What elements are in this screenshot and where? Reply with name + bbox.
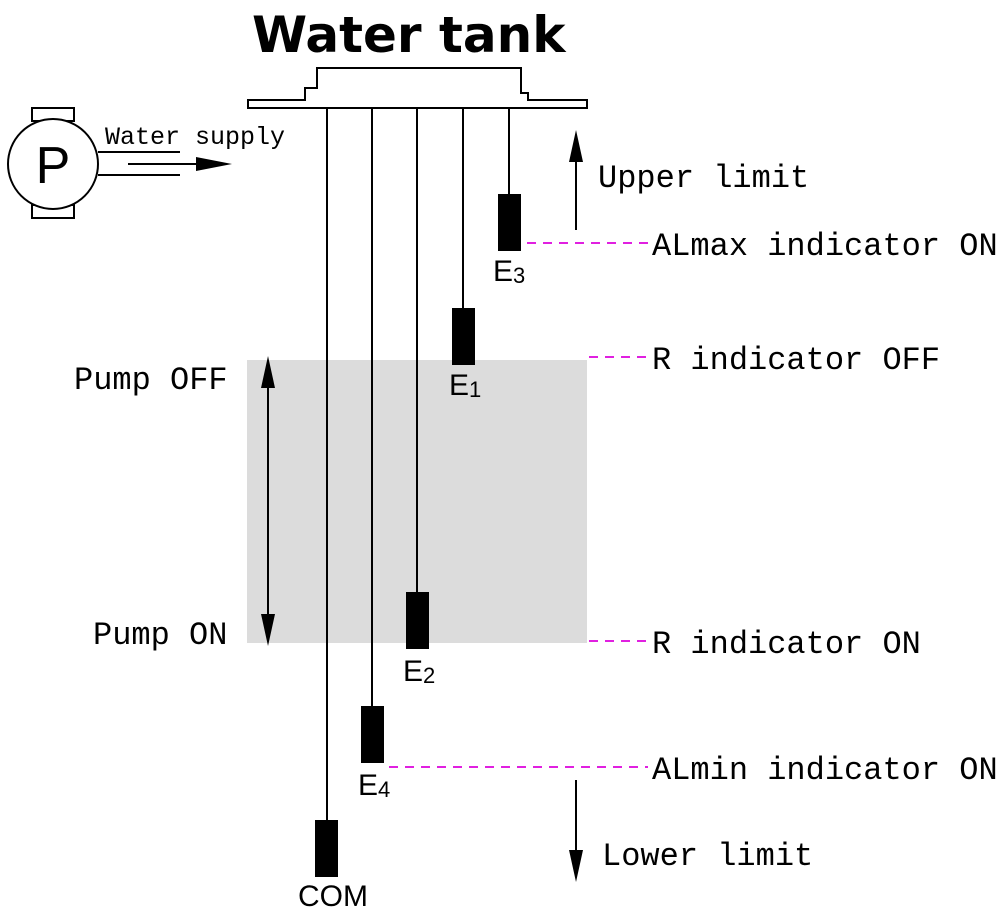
e1-subscript: 1 bbox=[469, 377, 481, 402]
almin-indicator-label: ALmin indicator ON bbox=[652, 752, 998, 789]
r-off-indicator-label: R indicator OFF bbox=[652, 342, 940, 379]
pump-on-label: Pump ON bbox=[93, 617, 227, 654]
pump-off-label: Pump OFF bbox=[74, 362, 228, 399]
lower-limit-label: Lower limit bbox=[602, 838, 813, 875]
pump-range-arrowhead-bottom bbox=[261, 614, 275, 646]
water-supply-label: Water supply bbox=[105, 123, 285, 152]
upper-limit-label: Upper limit bbox=[598, 160, 809, 197]
e4-subscript: 4 bbox=[378, 777, 390, 802]
r-on-indicator-label: R indicator ON bbox=[652, 626, 921, 663]
pump-range-arrowhead-top bbox=[261, 356, 275, 388]
pump-symbol: P bbox=[7, 107, 99, 219]
e3-label: E3 bbox=[493, 255, 525, 288]
e1-electrode-tip bbox=[452, 308, 475, 365]
lower-limit-arrowhead bbox=[569, 850, 583, 882]
e4-label: E4 bbox=[358, 769, 390, 802]
pump-body bbox=[7, 118, 99, 210]
e1-label: E1 bbox=[449, 369, 481, 402]
diagram-title: Water tank bbox=[252, 6, 567, 64]
com-electrode-tip bbox=[315, 820, 338, 877]
e3-electrode-tip bbox=[498, 194, 521, 251]
tank-head-flange bbox=[247, 67, 588, 109]
e2-electrode-tip bbox=[406, 592, 429, 649]
e2-label: E2 bbox=[403, 655, 435, 688]
upper-limit-arrowhead bbox=[569, 130, 583, 162]
e3-subscript: 3 bbox=[513, 263, 525, 288]
supply-flow-arrowhead bbox=[196, 157, 232, 171]
e2-subscript: 2 bbox=[423, 663, 435, 688]
almax-indicator-label: ALmax indicator ON bbox=[652, 228, 998, 265]
com-label: COM bbox=[298, 880, 368, 913]
pump-symbol-letter: P bbox=[36, 137, 71, 195]
e4-electrode-tip bbox=[361, 706, 384, 763]
